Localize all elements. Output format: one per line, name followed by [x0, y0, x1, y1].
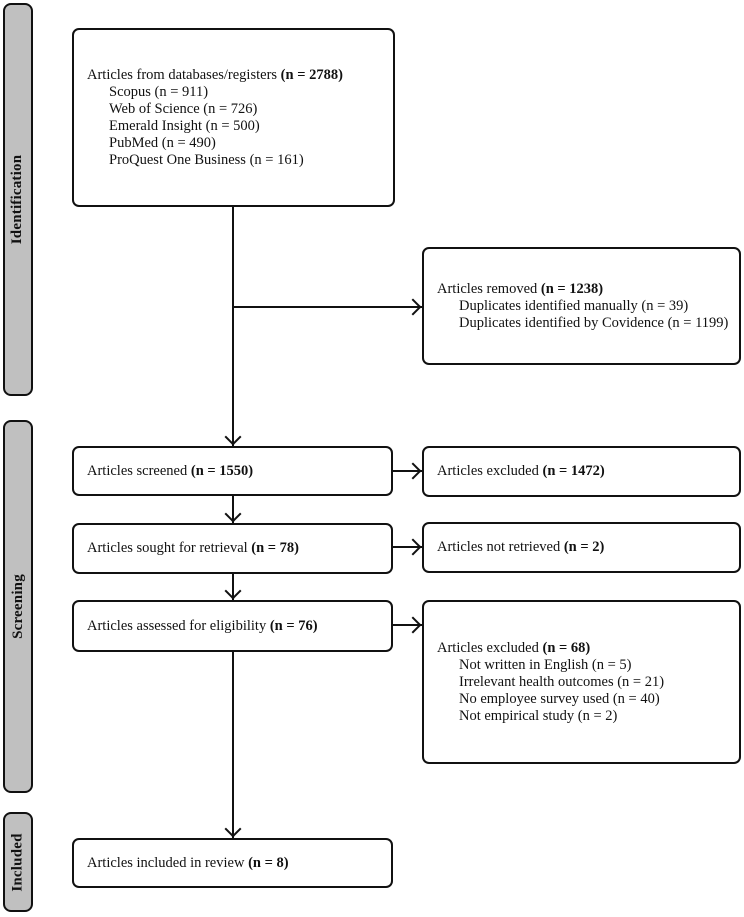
arrowhead-right-into-not-retrieved [404, 538, 422, 556]
connector-assessed-to-excluded [392, 624, 422, 626]
box-excluded-eligibility-item: Not written in English (n = 5) [459, 656, 632, 673]
arrowhead-right-into-removed [404, 298, 422, 316]
box-databases-item: Emerald Insight (n = 500) [109, 117, 260, 134]
box-articles-from-databases: Articles from databases/registers (n = 2… [72, 28, 395, 207]
box-articles-removed: Articles removed (n = 1238) Duplicates i… [422, 247, 741, 365]
box-articles-excluded-screening: Articles excluded (n = 1472) [422, 446, 741, 497]
arrowhead-right-into-excluded-screening [404, 462, 422, 480]
stage-label-identification: Identification [9, 154, 26, 245]
box-articles-assessed-for-eligibility: Articles assessed for eligibility (n = 7… [72, 600, 393, 652]
stage-label-included: Included [9, 832, 26, 892]
arrowhead-right-into-excluded-eligibility [404, 616, 422, 634]
box-databases-item: ProQuest One Business (n = 161) [109, 151, 304, 168]
box-excluded-eligibility-title: Articles excluded (n = 68) [437, 639, 591, 656]
stage-bar-included: Included [3, 812, 33, 912]
box-articles-screened: Articles screened (n = 1550) [72, 446, 393, 496]
box-removed-title: Articles removed (n = 1238) [437, 280, 604, 297]
arrowhead-down-into-included [224, 820, 242, 838]
stage-bar-identification: Identification [3, 3, 33, 396]
arrowhead-down-into-sought [224, 505, 242, 523]
box-databases-item: PubMed (n = 490) [109, 134, 216, 151]
box-assessed-title: Articles assessed for eligibility (n = 7… [87, 617, 318, 634]
stage-bar-screening: Screening [3, 420, 33, 793]
box-excluded-screening-title: Articles excluded (n = 1472) [437, 463, 605, 479]
connector-assessed-to-included [232, 651, 234, 838]
connector-branch-to-removed [233, 306, 422, 308]
box-databases-item: Web of Science (n = 726) [109, 100, 258, 117]
box-articles-included-in-review: Articles included in review (n = 8) [72, 838, 393, 888]
box-excluded-eligibility-item: No employee survey used (n = 40) [459, 690, 660, 707]
connector-screened-to-excluded [392, 470, 422, 472]
stage-label-screening: Screening [9, 574, 26, 639]
box-excluded-eligibility-item: Irrelevant health outcomes (n = 21) [459, 673, 665, 690]
box-not-retrieved-title: Articles not retrieved (n = 2) [437, 539, 605, 555]
connector-sought-to-not-retrieved [392, 546, 422, 548]
box-articles-sought-for-retrieval: Articles sought for retrieval (n = 78) [72, 523, 393, 574]
box-excluded-eligibility-item: Not empirical study (n = 2) [459, 707, 618, 724]
box-removed-item: Duplicates identified by Covidence (n = … [459, 314, 729, 331]
connector-sought-to-assessed [232, 573, 234, 600]
arrowhead-down-into-assessed [224, 582, 242, 600]
connector-screened-to-sought [232, 495, 234, 523]
box-removed-item: Duplicates identified manually (n = 39) [459, 297, 689, 314]
connector-databases-to-screened [232, 206, 234, 446]
arrowhead-down-into-screened [224, 428, 242, 446]
box-sought-title: Articles sought for retrieval (n = 78) [87, 540, 300, 556]
box-databases-title: Articles from databases/registers (n = 2… [87, 66, 343, 83]
box-included-title: Articles included in review (n = 8) [87, 854, 289, 871]
box-databases-item: Scopus (n = 911) [109, 83, 209, 100]
box-screened-title: Articles screened (n = 1550) [87, 462, 254, 479]
box-articles-not-retrieved: Articles not retrieved (n = 2) [422, 522, 741, 573]
box-articles-excluded-eligibility: Articles excluded (n = 68) Not written i… [422, 600, 741, 764]
